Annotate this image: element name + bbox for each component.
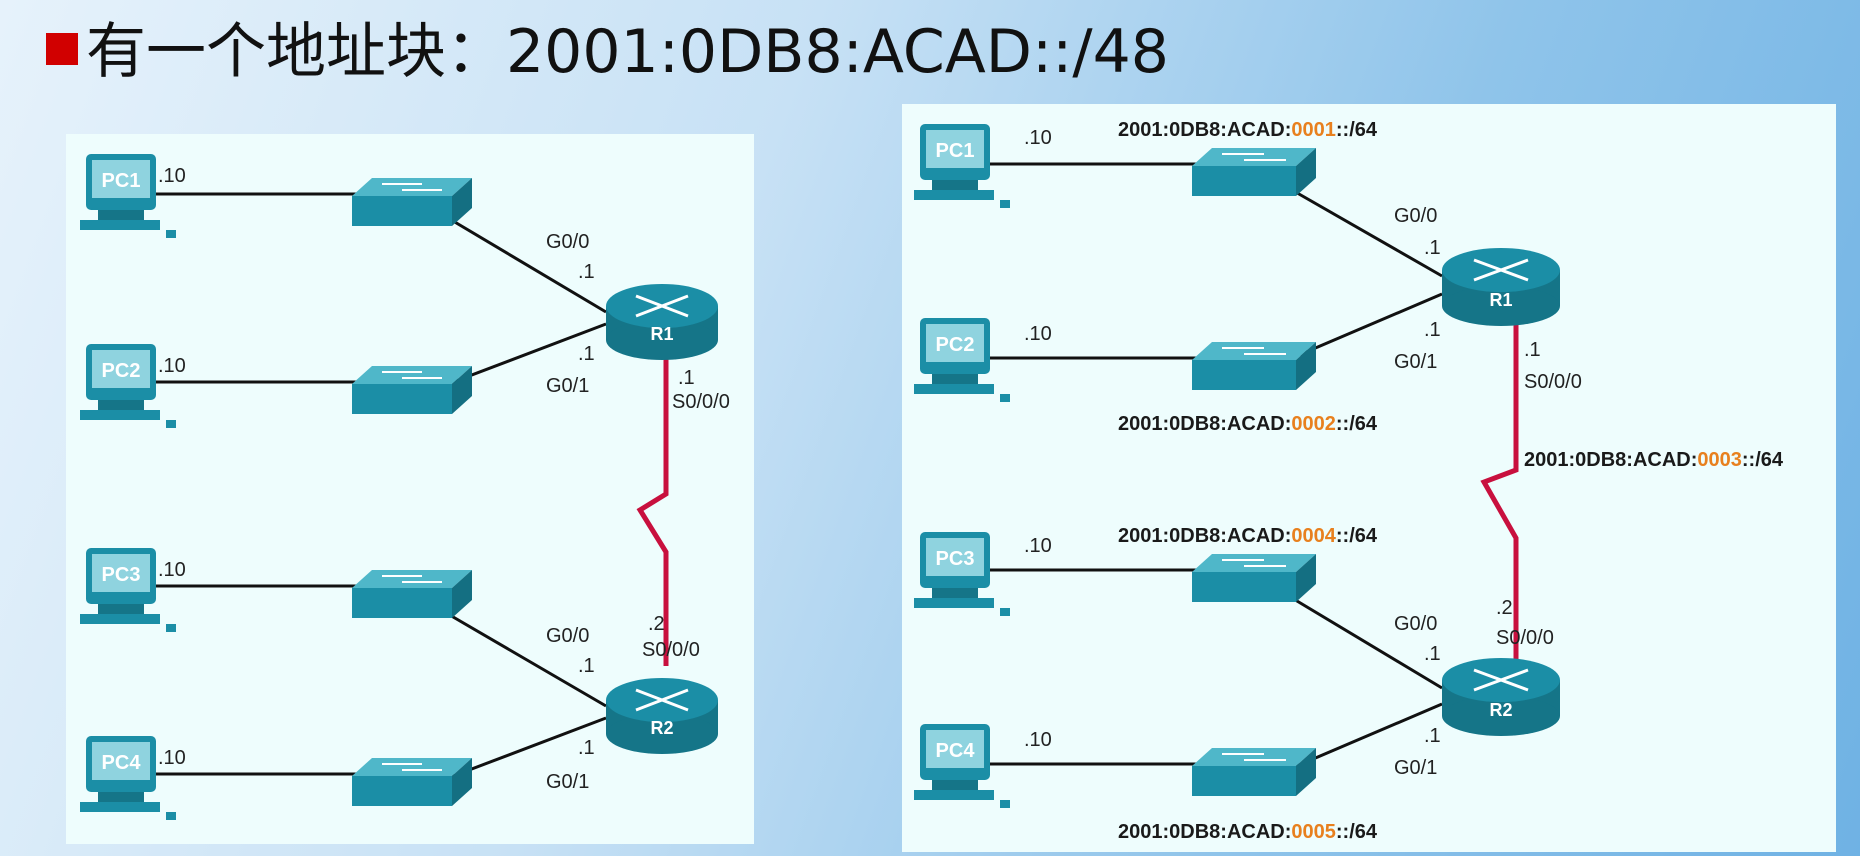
pc2-icon: PC2 (80, 344, 176, 428)
router-r2-icon: R2 (1442, 658, 1560, 736)
title-bullet (46, 33, 78, 65)
r2-s-host: .2 (648, 613, 665, 635)
r1-g01-host: .1 (578, 343, 595, 365)
switch-icon (352, 758, 472, 806)
slide-title: 有一个地址块：2001:0DB8:ACAD::/48 (46, 8, 1169, 87)
r1-g00-host: .1 (1424, 237, 1441, 259)
r1-g00-label: G0/0 (1394, 205, 1437, 227)
link-switch4-r2 (1291, 702, 1443, 770)
pc4-host: .10 (158, 747, 186, 769)
r2-label: R2 (650, 718, 673, 738)
r1-s-host: .1 (678, 367, 695, 389)
r2-g00-label: G0/0 (546, 625, 589, 647)
pc3-label: PC3 (936, 548, 975, 570)
serial-link-r1-r2 (1480, 320, 1519, 660)
serial-link-r1-r2 (636, 350, 669, 666)
r2-g00-label: G0/0 (1394, 613, 1437, 635)
left-topology-panel: PC1 .10 PC2 .10 PC3 .10 PC4 .10 (66, 134, 754, 844)
link-switch4-r2 (447, 716, 607, 780)
pc2-host: .10 (158, 355, 186, 377)
pc4-host: .10 (1024, 729, 1052, 751)
subnet-5-address: 2001:0DB8:ACAD:0005::/64 (1118, 821, 1378, 843)
pc2-host: .10 (1024, 323, 1052, 345)
link-switch3-r2 (1291, 596, 1443, 690)
pc3-host: .10 (158, 559, 186, 581)
pc3-icon: PC3 (80, 548, 176, 632)
r2-g01-host: .1 (578, 737, 595, 759)
switch-icon (1192, 554, 1316, 602)
subnet-4-address: 2001:0DB8:ACAD:0004::/64 (1118, 525, 1378, 547)
pc2-label: PC2 (102, 360, 141, 382)
link-switch2-r1 (447, 322, 607, 386)
pc3-host: .10 (1024, 535, 1052, 557)
router-r2-icon: R2 (606, 678, 718, 754)
r1-s-host: .1 (1524, 339, 1541, 361)
r2-g00-host: .1 (1424, 643, 1441, 665)
switch-icon (1192, 148, 1316, 196)
r1-label: R1 (650, 324, 673, 344)
r2-g01-host: .1 (1424, 725, 1441, 747)
right-topology-panel: PC1 .10 PC2 .10 PC3 .10 PC4 .10 (902, 104, 1836, 852)
pc4-label: PC4 (936, 740, 976, 762)
r1-g00-host: .1 (578, 261, 595, 283)
pc4-icon: PC4 (914, 724, 1010, 808)
subnet-2-address: 2001:0DB8:ACAD:0002::/64 (1118, 413, 1378, 435)
pc3-label: PC3 (102, 564, 141, 586)
r1-g01-host: .1 (1424, 319, 1441, 341)
r1-label: R1 (1489, 290, 1512, 310)
subnet-1-address: 2001:0DB8:ACAD:0001::/64 (1118, 119, 1378, 141)
r2-g01-label: G0/1 (1394, 757, 1437, 779)
router-r1-icon: R1 (1442, 248, 1560, 326)
r2-s-host: .2 (1496, 597, 1513, 619)
switch-icon (1192, 342, 1316, 390)
pc1-host: .10 (158, 165, 186, 187)
pc3-icon: PC3 (914, 532, 1010, 616)
pc1-icon: PC1 (80, 154, 176, 238)
r1-g01-label: G0/1 (1394, 351, 1437, 373)
r1-g00-label: G0/0 (546, 231, 589, 253)
switch-icon (352, 366, 472, 414)
r1-s-label: S0/0/0 (672, 391, 730, 413)
title-text: 有一个地址块：2001:0DB8:ACAD::/48 (86, 16, 1169, 87)
subnet-3-address: 2001:0DB8:ACAD:0003::/64 (1524, 449, 1784, 471)
pc1-label: PC1 (936, 140, 975, 162)
pc4-icon: PC4 (80, 736, 176, 820)
r2-g01-label: G0/1 (546, 771, 589, 793)
pc2-label: PC2 (936, 334, 975, 356)
pc2-icon: PC2 (914, 318, 1010, 402)
link-switch1-r1 (447, 216, 607, 314)
switch-icon (352, 178, 472, 226)
r2-s-label: S0/0/0 (1496, 627, 1554, 649)
router-r1-icon: R1 (606, 284, 718, 360)
r2-label: R2 (1489, 700, 1512, 720)
r1-s-label: S0/0/0 (1524, 371, 1582, 393)
switch-icon (352, 570, 472, 618)
link-switch1-r1 (1291, 188, 1443, 278)
pc1-host: .10 (1024, 127, 1052, 149)
pc4-label: PC4 (102, 752, 142, 774)
pc1-icon: PC1 (914, 124, 1010, 208)
pc1-label: PC1 (102, 170, 141, 192)
switch-icon (1192, 748, 1316, 796)
r2-s-label: S0/0/0 (642, 639, 700, 661)
r2-g00-host: .1 (578, 655, 595, 677)
link-switch3-r2 (447, 612, 607, 708)
link-switch2-r1 (1291, 292, 1443, 360)
r1-g01-label: G0/1 (546, 375, 589, 397)
